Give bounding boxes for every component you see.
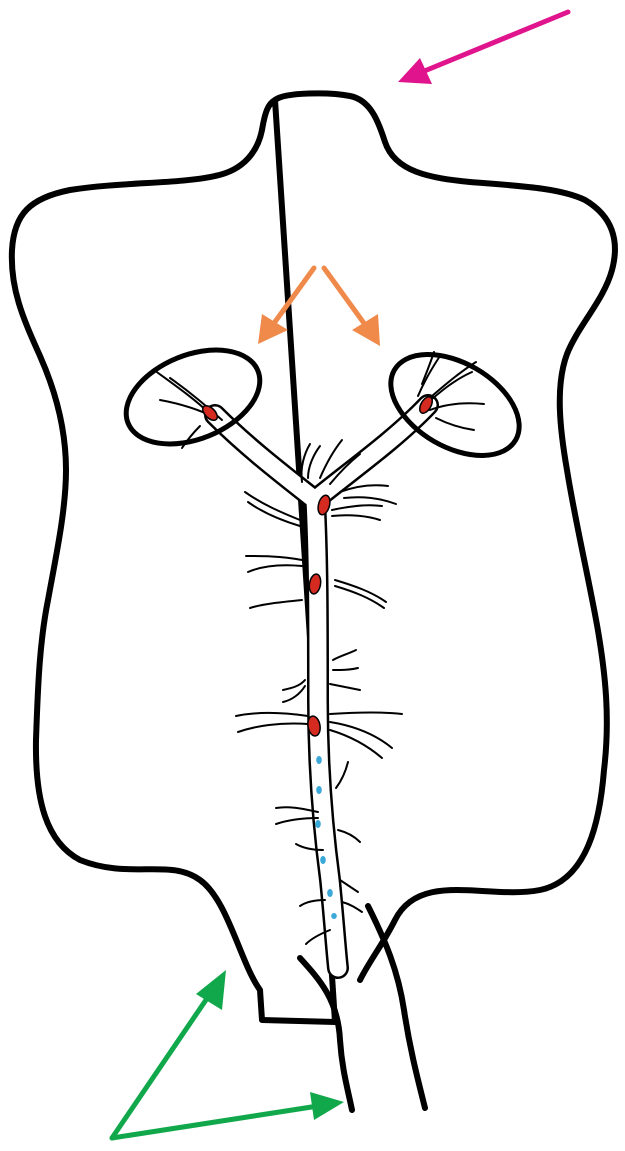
- top-arrow: [398, 12, 568, 84]
- blue-dot: [315, 820, 321, 828]
- blue-dot: [331, 913, 337, 919]
- blue-dot: [316, 756, 322, 764]
- blue-dot: [327, 889, 333, 897]
- blue-dot: [316, 786, 322, 794]
- tail-left-edge: [300, 958, 352, 1110]
- tail-right-edge: [368, 906, 425, 1108]
- blue-dot: [320, 856, 326, 864]
- lower-arrows: [112, 970, 344, 1138]
- upper-arrows: [258, 268, 380, 346]
